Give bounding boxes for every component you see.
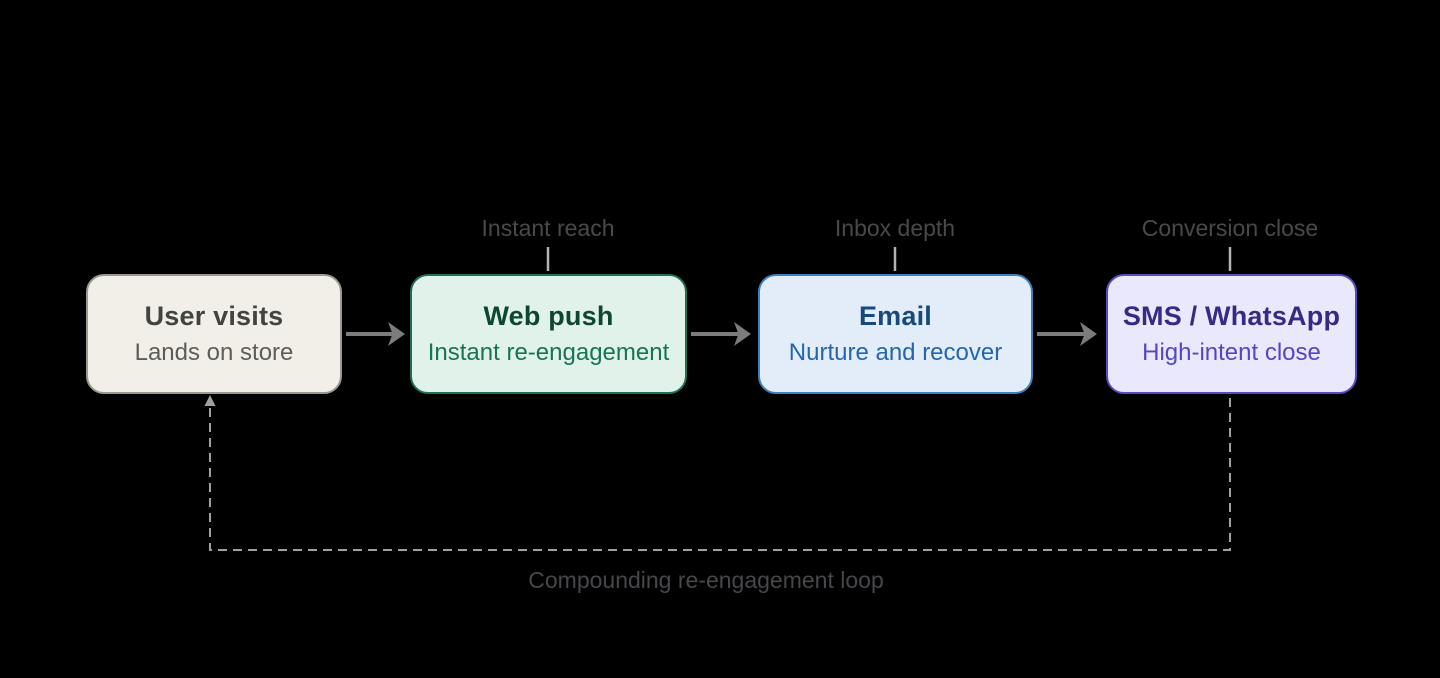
stage-label-conversion-close: Conversion close bbox=[1141, 215, 1319, 241]
node-title: Web push bbox=[483, 301, 614, 332]
node-subtitle: Lands on store bbox=[134, 339, 294, 367]
node-subtitle: High-intent close bbox=[1142, 339, 1321, 367]
stage-label-inbox-depth: Inbox depth bbox=[834, 215, 956, 241]
loop-arrowhead-icon bbox=[204, 395, 216, 406]
node-subtitle: Instant re-engagement bbox=[427, 339, 670, 367]
node-subtitle: Nurture and recover bbox=[788, 339, 1003, 367]
node-title: User visits bbox=[144, 301, 284, 332]
node-sms-whatsapp: SMS / WhatsApp High-intent close bbox=[1106, 274, 1357, 394]
loop-path bbox=[209, 398, 1231, 551]
loop-caption: Compounding re-engagement loop bbox=[528, 567, 884, 593]
node-title: SMS / WhatsApp bbox=[1122, 301, 1341, 332]
node-web-push: Web push Instant re-engagement bbox=[410, 274, 687, 394]
stage-label-instant-reach: Instant reach bbox=[481, 215, 615, 241]
node-title: Email bbox=[858, 301, 933, 332]
node-user-visits: User visits Lands on store bbox=[86, 274, 342, 394]
node-email: Email Nurture and recover bbox=[758, 274, 1033, 394]
